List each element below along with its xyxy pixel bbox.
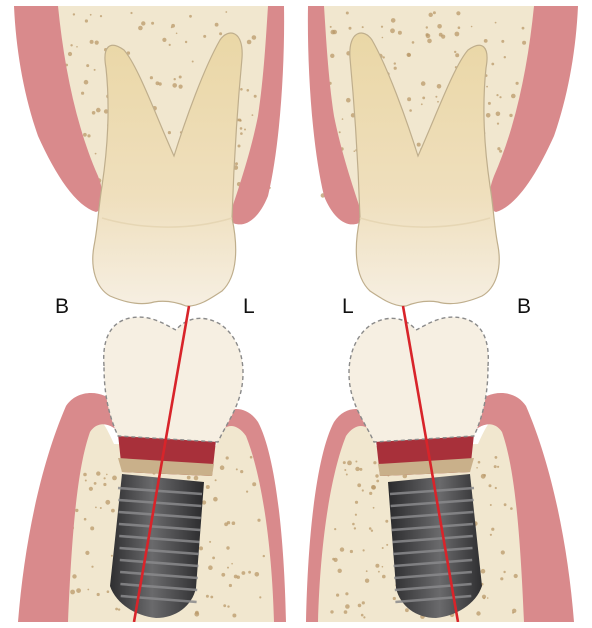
lingual-label-right: L: [342, 296, 354, 317]
implant-crown: [104, 317, 243, 442]
buccal-label-left: B: [55, 296, 69, 317]
buccal-label-right: B: [517, 296, 531, 317]
lingual-label-left: L: [243, 296, 255, 317]
implant-crown: [349, 317, 488, 442]
